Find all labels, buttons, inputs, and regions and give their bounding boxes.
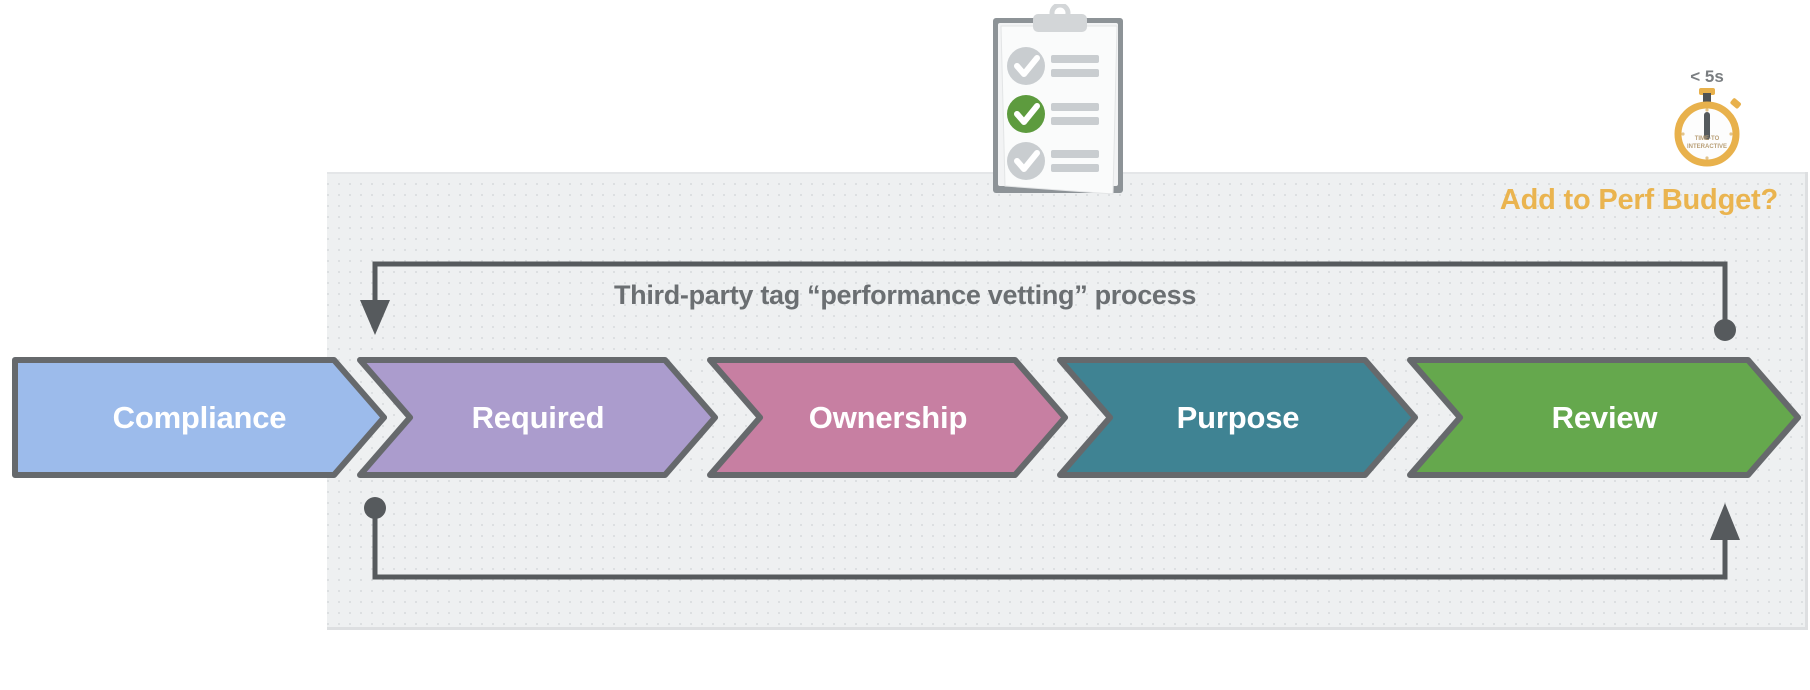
stage-review[interactable]: Review [1407, 355, 1802, 480]
perf-budget-label: Add to Perf Budget? [1499, 184, 1778, 216]
stopwatch-dial-caption-line2: INTERACTIVE [1687, 144, 1727, 150]
stage-required[interactable]: Required [357, 355, 719, 480]
stage-purpose[interactable]: Purpose [1057, 355, 1419, 480]
stopwatch-dial-caption-line1: TIME-TO [1695, 136, 1720, 142]
stopwatch-icon: < 5s TIME-TO INTERACTIVE [1655, 60, 1760, 170]
stopwatch-budget-label: < 5s [1690, 67, 1724, 86]
check-circle-3 [1007, 142, 1045, 180]
stage-chevron-row: Compliance Required Ownership Purpose [0, 355, 1810, 480]
stage-compliance[interactable]: Compliance [12, 355, 387, 480]
stage-ownership[interactable]: Ownership [707, 355, 1069, 480]
process-title: Third-party tag “performance vetting” pr… [613, 280, 1197, 310]
clipboard-checklist-icon [985, 2, 1135, 224]
check-circle-2 [1007, 95, 1045, 133]
check-circle-1 [1007, 47, 1045, 85]
